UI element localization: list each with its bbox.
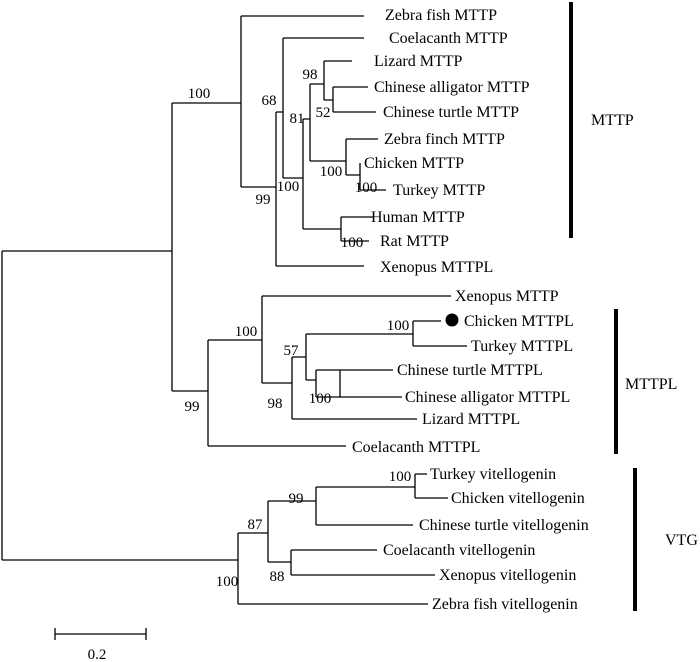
branch-mttpl-birds [412, 320, 467, 347]
leaf-label: Xenopus vitellogenin [439, 567, 576, 584]
bootstrap-value: 100 [387, 318, 410, 334]
leaf-label: Chinese turtle MTTP [383, 104, 519, 121]
bootstrap-value: 81 [290, 111, 305, 127]
tree-branches [1, 15, 467, 605]
bootstrap-value: 100 [320, 164, 343, 180]
bootstrap-value: 98 [268, 396, 283, 412]
leaf-label: Chicken vitellogenin [451, 490, 585, 507]
bootstrap-value: 99 [289, 491, 304, 507]
branch-top-clade [171, 102, 241, 392]
bootstrap-value: 100 [355, 180, 378, 196]
leaf-label: Lizard MTTP [374, 53, 463, 70]
branch-mttpl-amniote [305, 333, 413, 381]
branch-mttpl-inner [261, 295, 451, 384]
bootstrap-value: 52 [316, 105, 331, 121]
bootstrap-value: 100 [216, 574, 239, 590]
branch-mttpl-reptile [315, 369, 340, 398]
branch-vtg-inner [267, 500, 316, 563]
leaf-label: Zebra fish vitellogenin [432, 596, 578, 613]
branch-mttp-core [282, 37, 364, 179]
bootstrap-value: 100 [277, 179, 300, 195]
branch-chicken-turkey [359, 163, 386, 191]
leaf-label: Chinese turtle vitellogenin [419, 517, 589, 534]
group-label-vtg: VTG [665, 532, 698, 549]
leaf-label: Chicken MTTP [364, 155, 464, 172]
bootstrap-values: 100 68 98 81 52 100 100 99 100 100 100 5… [185, 67, 412, 590]
bootstrap-value: 88 [270, 569, 285, 585]
branch-mttpl-core [291, 356, 417, 420]
leaf-label: Zebra finch MTTP [384, 131, 505, 148]
leaf-label: Turkey MTTP [393, 182, 485, 199]
scale-bar: 0.2 [54, 628, 147, 662]
branch-mttp-clade [240, 15, 364, 188]
branch-mammals [340, 216, 374, 242]
bootstrap-value: 99 [256, 192, 271, 208]
leaf-label: Human MTTP [371, 209, 465, 226]
leaf-label: Turkey MTTPL [471, 338, 573, 355]
bootstrap-value: 100 [309, 391, 332, 407]
branch-reptile [323, 60, 352, 101]
bootstrap-value: 87 [248, 517, 264, 533]
group-markers: MTTP MTTPL VTG [569, 2, 698, 611]
highlight-dot-icon [445, 313, 459, 327]
group-label-mttpl: MTTPL [625, 376, 677, 393]
bootstrap-value: 100 [341, 235, 364, 251]
leaf-label: Zebra fish MTTP [385, 7, 497, 24]
bootstrap-value: 100 [235, 324, 258, 340]
leaf-label: Coelacanth MTTPL [352, 439, 480, 456]
group-label-mttp: MTTP [591, 112, 634, 129]
leaf-label: Coelacanth MTTP [389, 30, 508, 47]
branch-vtg-coel-xeno [290, 549, 435, 576]
branch-vtg-birds [315, 486, 415, 526]
bootstrap-value: 57 [284, 343, 300, 359]
bootstrap-value: 100 [188, 86, 211, 102]
scale-bar-line [54, 628, 147, 640]
bootstrap-value: 98 [303, 67, 318, 83]
branch-vtg-clade [237, 532, 428, 605]
leaf-label: Lizard MTTPL [422, 411, 520, 428]
branch-birds [345, 138, 378, 176]
branch-turtle-alligator [332, 86, 376, 113]
leaf-label: Turkey vitellogenin [430, 466, 556, 483]
leaf-label: Xenopus MTTPL [380, 259, 493, 276]
bootstrap-value: 99 [185, 399, 200, 415]
leaf-label: Chinese alligator MTTPL [405, 389, 570, 406]
leaf-labels: Zebra fish MTTP Coelacanth MTTP Lizard M… [352, 7, 589, 613]
scale-bar-label: 0.2 [88, 647, 107, 662]
bootstrap-value: 100 [389, 469, 412, 485]
branch-root [1, 250, 238, 561]
branch-mttp-inner [275, 111, 364, 267]
leaf-label: Chicken MTTPL [464, 313, 574, 330]
branch-amniote [302, 118, 341, 230]
leaf-label: Coelacanth vitellogenin [383, 542, 535, 559]
bootstrap-value: 68 [262, 93, 277, 109]
leaf-label: Xenopus MTTP [455, 288, 559, 305]
leaf-label: Rat MTTP [380, 233, 449, 250]
leaf-label: Chinese turtle MTTPL [397, 362, 543, 379]
leaf-label: Chinese alligator MTTP [374, 79, 530, 96]
branch-vtg-chicken-turkey [414, 473, 448, 499]
branch-sauropsid [309, 83, 346, 162]
branch-mttpl-clade [207, 339, 346, 447]
branch-mttpl-turtle-alligator [339, 369, 402, 398]
